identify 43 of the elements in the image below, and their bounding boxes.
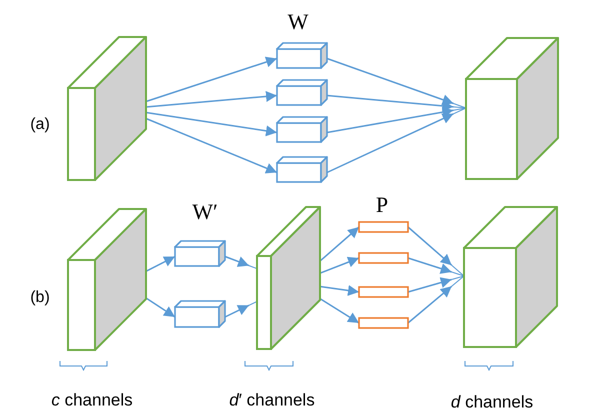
arrow bbox=[326, 106, 466, 134]
cuboid bbox=[277, 80, 327, 105]
arrow bbox=[408, 276, 464, 324]
arrow bbox=[408, 257, 464, 276]
arrow bbox=[146, 297, 176, 318]
bar bbox=[359, 287, 408, 297]
cuboid bbox=[257, 207, 320, 349]
cuboid bbox=[277, 43, 327, 68]
cuboid bbox=[464, 207, 557, 347]
cuboid bbox=[466, 38, 558, 179]
row-label: (a) bbox=[30, 117, 50, 133]
arrow bbox=[408, 226, 464, 276]
channel-label: d channels bbox=[450, 394, 534, 410]
arrow bbox=[146, 118, 278, 174]
arrow bbox=[320, 298, 360, 324]
cuboid bbox=[277, 117, 327, 142]
cuboid bbox=[175, 241, 225, 266]
arrow bbox=[146, 56, 278, 102]
label-symbol: W bbox=[288, 11, 308, 33]
arrow bbox=[146, 256, 176, 272]
arrow bbox=[326, 58, 466, 108]
cuboid bbox=[277, 157, 327, 182]
arrow bbox=[146, 112, 278, 136]
arrow bbox=[146, 90, 278, 108]
channel-label: c channels bbox=[51, 392, 133, 408]
arrow bbox=[326, 108, 466, 174]
label-symbol: P bbox=[376, 194, 388, 216]
arrow bbox=[320, 256, 360, 274]
cuboid bbox=[68, 209, 146, 350]
bar bbox=[359, 253, 408, 263]
bar bbox=[359, 318, 408, 328]
cuboid bbox=[68, 37, 146, 180]
label-symbol: W′ bbox=[192, 201, 218, 223]
arrow bbox=[320, 226, 360, 262]
arrow bbox=[224, 256, 258, 270]
arrow bbox=[326, 94, 466, 112]
bar bbox=[359, 222, 408, 232]
channel-label: d′ channels bbox=[229, 392, 315, 408]
cuboid bbox=[175, 301, 225, 327]
arrow bbox=[224, 301, 258, 318]
arrow bbox=[320, 285, 360, 296]
row-label: (b) bbox=[30, 290, 50, 306]
arrow bbox=[408, 276, 464, 293]
